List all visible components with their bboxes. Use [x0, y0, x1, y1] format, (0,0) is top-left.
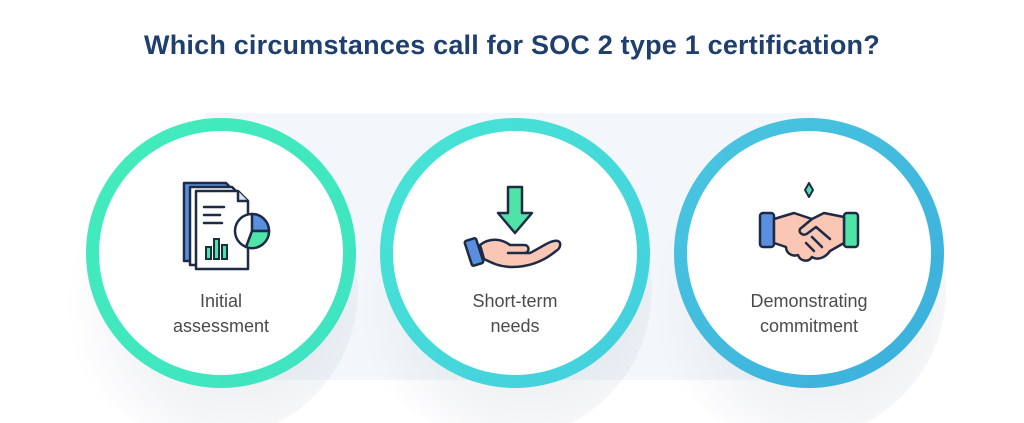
circle-card-initial-assessment: Initial assessment	[58, 118, 358, 423]
handshake-icon	[758, 182, 860, 262]
hand-receive-icon	[463, 185, 562, 269]
label-line-1: Initial	[199, 291, 243, 311]
circle-card-demonstrating-commitment: Demonstrating commitment	[646, 118, 946, 423]
ring: Short-term needs	[380, 118, 650, 388]
card-body: Short-term needs	[393, 131, 637, 375]
label-line-2: assessment	[172, 316, 270, 336]
ring: Demonstrating commitment	[674, 118, 944, 388]
label-line-2: needs	[490, 316, 540, 336]
label-line-1: Short-term	[472, 291, 558, 311]
label-line-2: commitment	[759, 316, 858, 336]
card-label: Short-term needs	[393, 289, 637, 339]
circle-card-short-term-needs: Short-term needs	[352, 118, 652, 423]
card-label: Initial assessment	[99, 289, 343, 339]
page-title: Which circumstances call for SOC 2 type …	[144, 30, 880, 60]
card-body: Initial assessment	[99, 131, 343, 375]
label-line-1: Demonstrating	[750, 291, 868, 311]
card-label: Demonstrating commitment	[687, 289, 931, 339]
ring: Initial assessment	[86, 118, 356, 388]
card-body: Demonstrating commitment	[687, 131, 931, 375]
report-chart-icon	[182, 181, 271, 271]
